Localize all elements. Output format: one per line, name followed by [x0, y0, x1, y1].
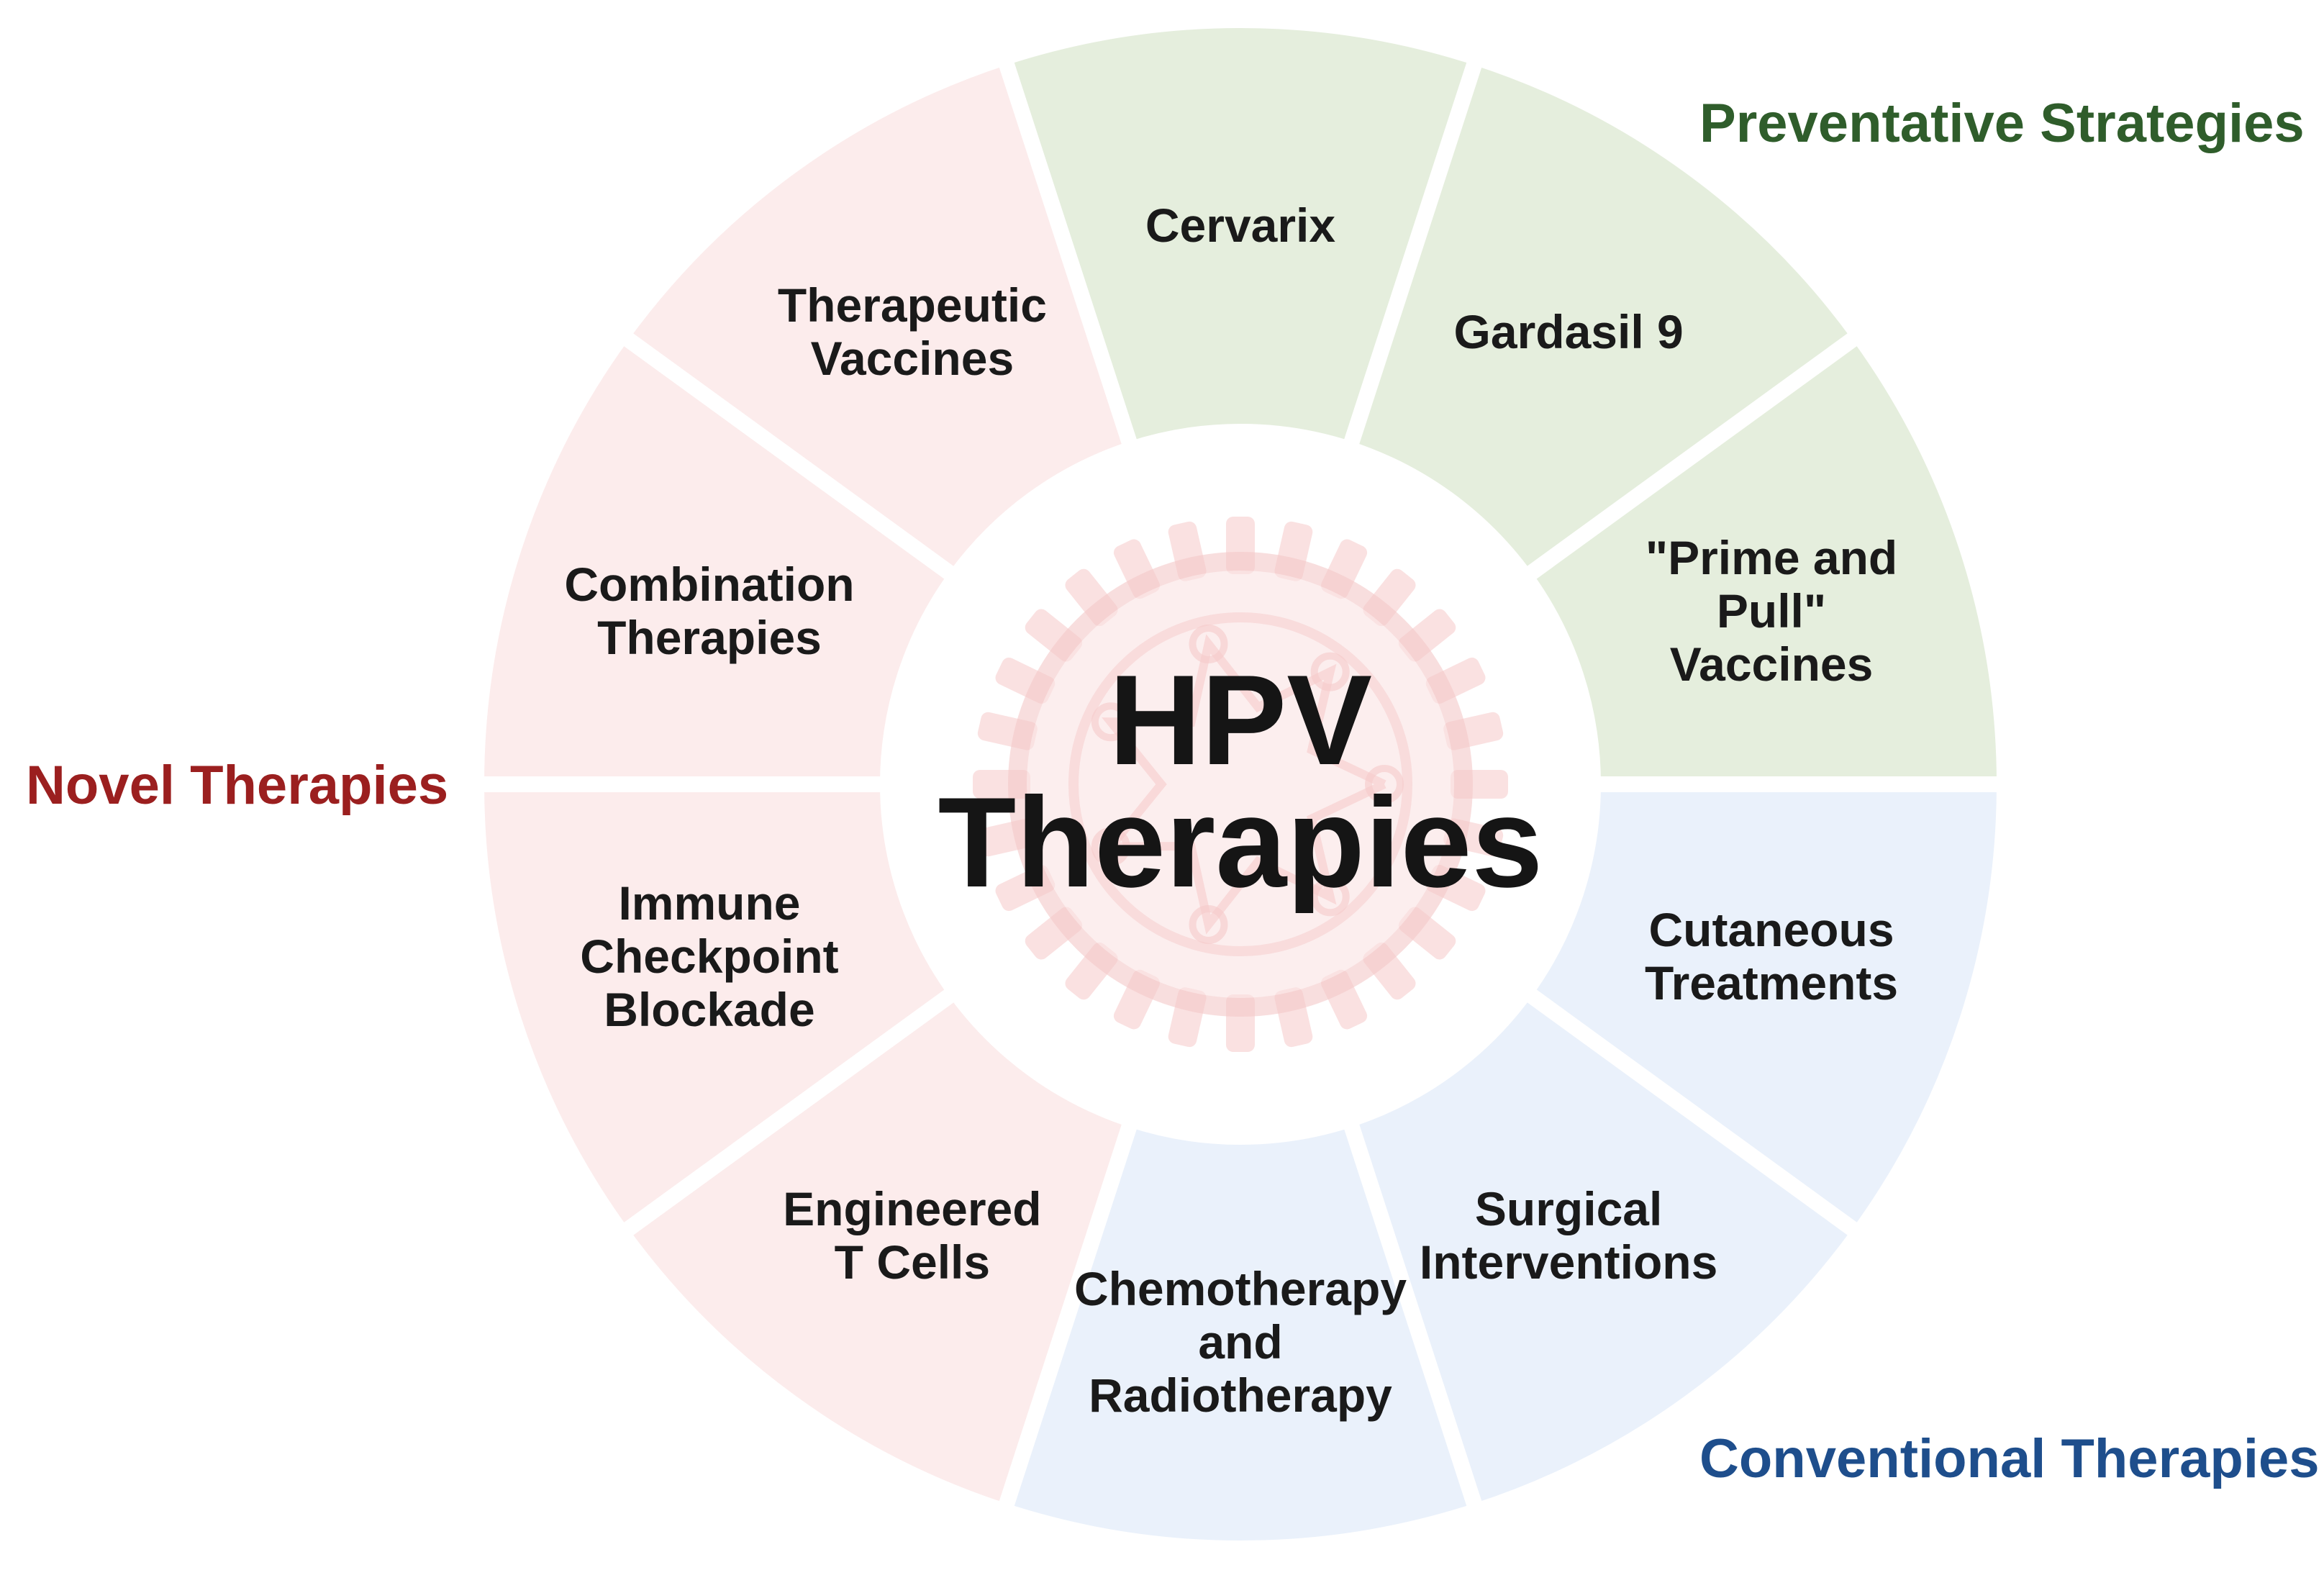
- segment-label-line: Radiotherapy: [1089, 1369, 1392, 1422]
- segment-label-line: Cervarix: [1145, 199, 1335, 252]
- virus-genome: [1102, 634, 1386, 935]
- group-title-conventional: Conventional Therapies: [1699, 1428, 2320, 1489]
- group-title-novel: Novel Therapies: [26, 755, 449, 816]
- virus-node: [1091, 702, 1130, 742]
- segment-label-line: Blockade: [604, 983, 814, 1036]
- segment-preventative-0: [994, 12, 1487, 459]
- segment-label-line: Therapeutic: [778, 278, 1047, 332]
- segment-label-line: Vaccines: [811, 332, 1015, 385]
- segment-label-line: Surgical: [1475, 1182, 1662, 1235]
- segment-label-line: and: [1198, 1315, 1282, 1369]
- group-title-preventative: Preventative Strategies: [1699, 93, 2305, 154]
- virus-node: [1091, 827, 1130, 866]
- virus-capsid: [1008, 552, 1473, 1017]
- segment-label-line: "Prime and: [1646, 531, 1897, 584]
- virus-node: [1310, 877, 1350, 917]
- virus-node: [1365, 765, 1404, 804]
- segment-label-line: Treatments: [1645, 956, 1898, 1009]
- segment-label-line: Vaccines: [1670, 637, 1874, 691]
- segment-label: Cervarix: [1145, 199, 1335, 252]
- segments-layer: [468, 12, 2013, 1556]
- segment-label-line: Gardasil 9: [1454, 305, 1684, 358]
- segment-preventative-1: [1339, 47, 1870, 589]
- center-title-line2: Therapies: [938, 771, 1543, 914]
- virus-node: [1189, 625, 1228, 664]
- segment-label-line: Cutaneous: [1649, 903, 1894, 956]
- segment-label-line: Combination: [564, 558, 854, 611]
- segment-label-line: Chemotherapy: [1074, 1262, 1407, 1315]
- segment-label-line: Immune: [618, 876, 800, 930]
- center-title-line1: HPV: [1109, 648, 1372, 791]
- segment-label-line: Pull": [1717, 584, 1826, 637]
- segment-label-line: Therapies: [597, 611, 822, 664]
- virus-node: [1189, 904, 1228, 944]
- segment-label-line: Interventions: [1420, 1235, 1717, 1289]
- segment-label: Gardasil 9: [1454, 305, 1684, 358]
- segment-conventional-5: [994, 1110, 1487, 1556]
- virus-core: [1068, 612, 1412, 956]
- segment-novel-6: [611, 980, 1142, 1521]
- virus-icon: [973, 517, 1508, 1052]
- segment-label-line: T Cells: [835, 1235, 990, 1289]
- segment-label-line: Engineered: [783, 1182, 1041, 1235]
- segment-preventative-2: [1515, 324, 2013, 792]
- segment-novel-9: [611, 47, 1142, 589]
- segment-novel-8: [468, 324, 966, 792]
- segment-conventional-4: [1339, 980, 1870, 1521]
- virus-node: [1310, 652, 1350, 691]
- segment-label-line: Checkpoint: [580, 930, 838, 983]
